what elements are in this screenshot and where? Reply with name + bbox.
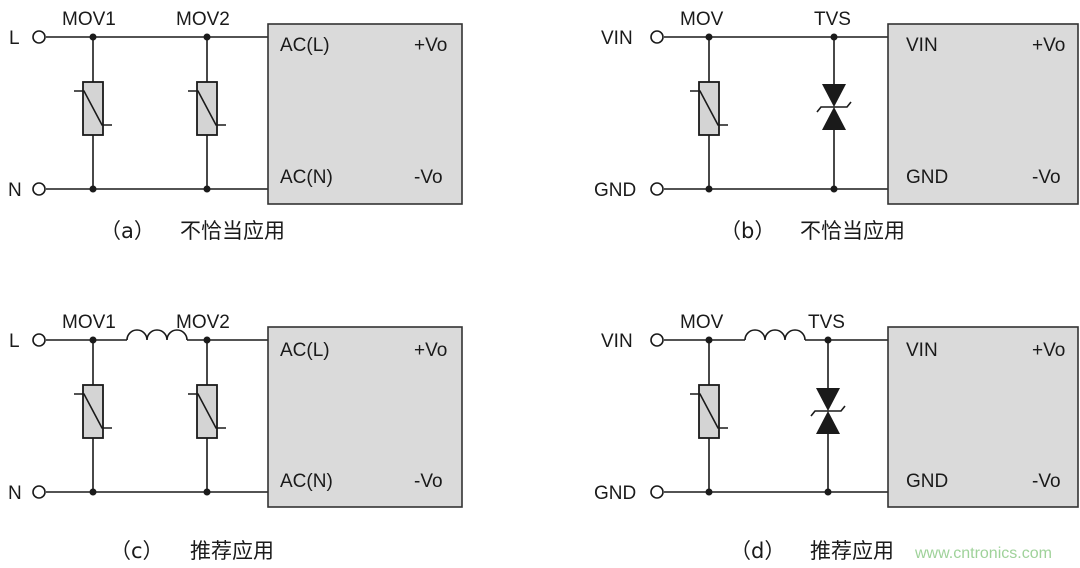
component-label-2: MOV2 (176, 9, 230, 30)
power-module-box (267, 326, 463, 508)
caption-text: 不恰当应用 (800, 219, 905, 243)
inductor-icon (744, 329, 806, 341)
junction-dot (203, 336, 211, 344)
caption-text: 不恰当应用 (180, 219, 285, 243)
module-input-bottom: GND (906, 471, 948, 492)
module-output-bottom: -Vo (1032, 471, 1061, 492)
varistor-mov (690, 37, 728, 189)
input-label-bottom: N (8, 483, 22, 504)
input-terminal-bottom (32, 182, 46, 196)
component-label-1: MOV (680, 9, 724, 30)
input-terminal-bottom (650, 182, 664, 196)
input-terminal-top (650, 333, 664, 347)
input-label-bottom: GND (594, 180, 636, 201)
module-input-top: AC(L) (280, 340, 330, 361)
watermark: www.cntronics.com (914, 545, 1052, 562)
module-output-top: +Vo (414, 35, 447, 56)
input-label-bottom: N (8, 180, 22, 201)
module-input-top: VIN (906, 35, 938, 56)
panel-c: L N MOV1 MOV2 AC(L) AC(N) +Vo -Vo （c） 推荐… (8, 312, 463, 563)
module-output-top: +Vo (1032, 35, 1065, 56)
module-output-bottom: -Vo (414, 167, 443, 188)
caption-id: （c） (110, 539, 164, 563)
panel-d: VIN GND MOV TVS VIN GND +Vo -Vo （d） 推荐应用 (594, 312, 1079, 563)
power-module-box (887, 326, 1079, 508)
varistor-mov (690, 340, 728, 492)
input-label-top: VIN (601, 28, 633, 49)
input-label-top: L (9, 331, 20, 352)
module-output-bottom: -Vo (1032, 167, 1061, 188)
panel-a: L N MOV1 MOV2 AC(L) AC(N) +Vo -Vo （a） 不恰… (8, 9, 463, 243)
module-output-top: +Vo (414, 340, 447, 361)
junction-dot (203, 185, 211, 193)
module-output-top: +Vo (1032, 340, 1065, 361)
junction-dot (203, 488, 211, 496)
module-input-bottom: AC(N) (280, 167, 333, 188)
junction-dot (824, 336, 832, 344)
caption-text: 推荐应用 (190, 539, 274, 563)
input-terminal-top (32, 30, 46, 44)
junction-dot (203, 33, 211, 41)
power-module-box (267, 23, 463, 205)
input-terminal-bottom (32, 485, 46, 499)
junction-dot (89, 33, 97, 41)
panel-b: VIN GND MOV TVS VIN GND +Vo -Vo （b） 不恰当应… (594, 9, 1079, 243)
module-input-bottom: AC(N) (280, 471, 333, 492)
junction-dot (89, 336, 97, 344)
junction-dot (830, 33, 838, 41)
component-label-2: MOV2 (176, 312, 230, 333)
varistor-mov1 (74, 37, 112, 189)
input-label-top: L (9, 28, 20, 49)
tvs-diode (810, 340, 846, 492)
input-label-top: VIN (601, 331, 633, 352)
tvs-diode (816, 37, 852, 189)
junction-dot (705, 185, 713, 193)
module-input-top: AC(L) (280, 35, 330, 56)
component-label-1: MOV1 (62, 312, 116, 333)
caption-id: （a） (100, 219, 155, 243)
varistor-mov2 (188, 37, 226, 189)
caption-id: （b） (720, 219, 775, 243)
component-label-1: MOV (680, 312, 724, 333)
inductor-icon (126, 329, 188, 341)
module-output-bottom: -Vo (414, 471, 443, 492)
junction-dot (705, 33, 713, 41)
junction-dot (89, 185, 97, 193)
input-label-bottom: GND (594, 483, 636, 504)
caption-text: 推荐应用 (810, 539, 894, 563)
component-label-1: MOV1 (62, 9, 116, 30)
junction-dot (824, 488, 832, 496)
module-input-top: VIN (906, 340, 938, 361)
component-label-2: TVS (814, 9, 851, 30)
varistor-mov1 (74, 340, 112, 492)
caption-id: （d） (730, 539, 785, 563)
module-input-bottom: GND (906, 167, 948, 188)
junction-dot (705, 488, 713, 496)
junction-dot (705, 336, 713, 344)
component-label-2: TVS (808, 312, 845, 333)
power-module-box (887, 23, 1079, 205)
input-terminal-top (32, 333, 46, 347)
varistor-mov2 (188, 340, 226, 492)
junction-dot (89, 488, 97, 496)
input-terminal-top (650, 30, 664, 44)
junction-dot (830, 185, 838, 193)
input-terminal-bottom (650, 485, 664, 499)
